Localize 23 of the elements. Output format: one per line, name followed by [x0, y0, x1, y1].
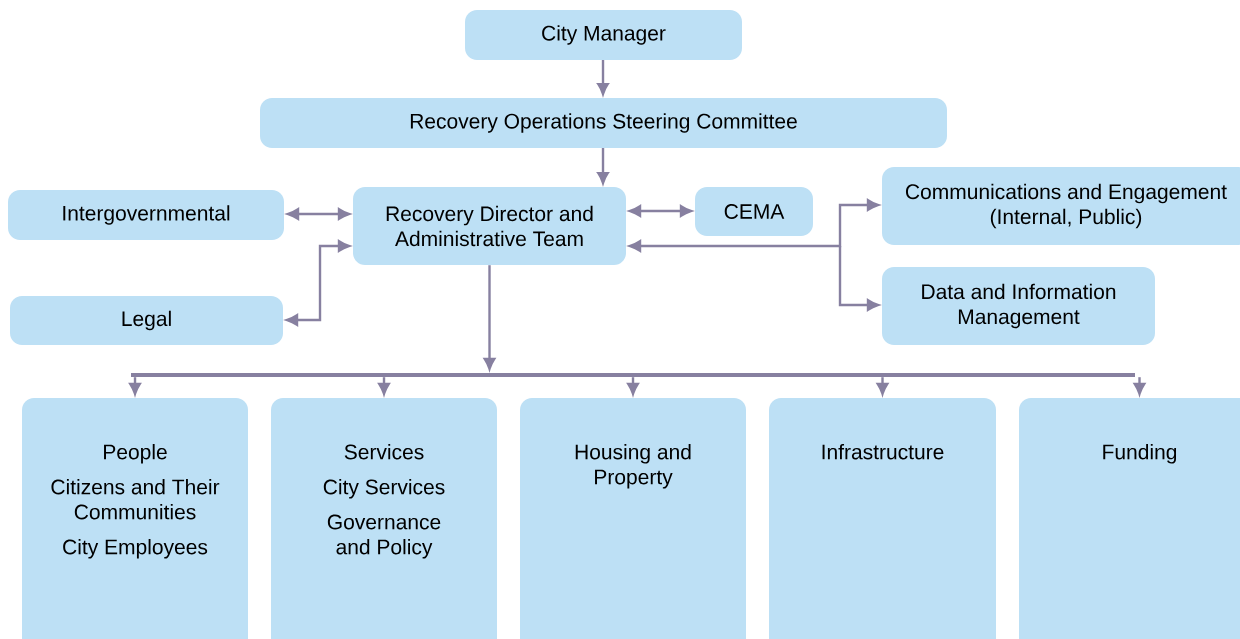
category-box: Services City Services Governance and Policy [271, 398, 497, 639]
arrow [287, 208, 350, 220]
process-box: Communications and Engagement (Internal, Public) [882, 167, 1240, 245]
arrow [627, 377, 639, 395]
process-box: Legal [10, 296, 283, 345]
arrow [129, 377, 141, 395]
process-box: Data and Information Management [882, 267, 1155, 345]
bus-bar [131, 373, 1135, 377]
process-box: Recovery Operations Steering Committee [260, 98, 947, 148]
arrow [629, 205, 692, 217]
process-box: City Manager [465, 10, 742, 60]
arrow [597, 60, 609, 96]
category-box: Housing and Property [520, 398, 746, 639]
arrow [629, 199, 879, 311]
process-box: Intergovernmental [8, 190, 284, 240]
process-box: Recovery Director and Administrative Team [353, 187, 626, 265]
arrow [597, 148, 609, 185]
arrow [378, 377, 390, 395]
category-box: People Citizens and Their Communities City Employees [22, 398, 248, 639]
process-box: CEMA [695, 187, 813, 236]
arrow [286, 240, 350, 326]
category-box: Funding [1019, 398, 1240, 639]
category-box: Infrastructure [769, 398, 996, 639]
